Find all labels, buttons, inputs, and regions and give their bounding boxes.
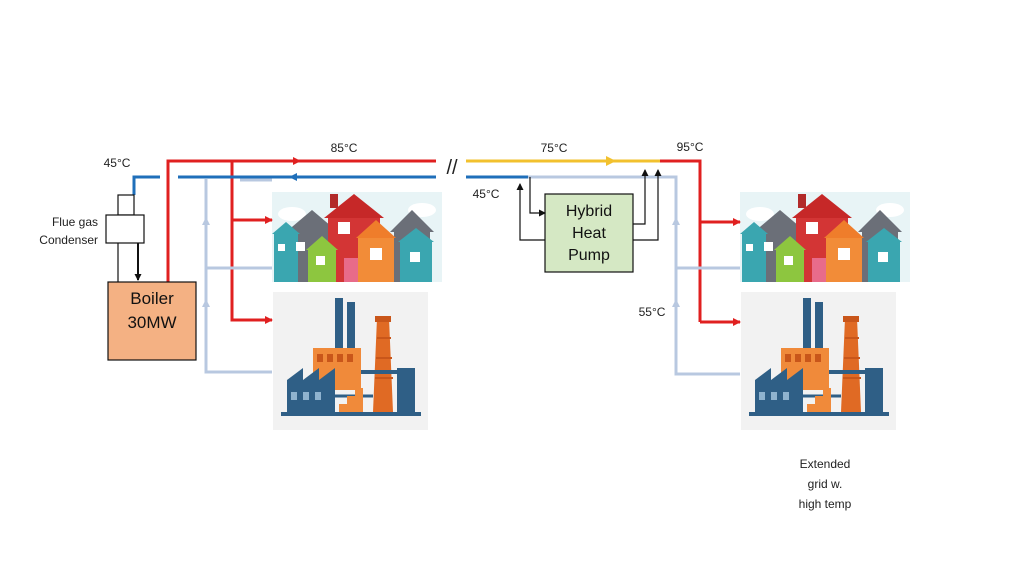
temp-supply-after-break: 75°C [541, 141, 568, 155]
upgraded-supply-pipe [466, 156, 660, 166]
extended-grid-line1: Extended [800, 457, 851, 471]
extended-grid-line3: high temp [799, 497, 852, 511]
boiler-box [107, 281, 197, 361]
condenser-label-line2: Condenser [39, 233, 98, 247]
hybrid-heat-pump-box [544, 193, 634, 273]
heat-pump-label-line1: Hybrid [566, 203, 612, 220]
supply-pipe-right [660, 159, 741, 326]
condenser-label-line1: Flue gas [52, 215, 98, 229]
houses-icon-right [740, 192, 910, 282]
consumer-return-left [202, 178, 272, 374]
heat-pump-label-line2: Heat [572, 225, 606, 242]
heat-pump-label-line3: Pump [568, 247, 610, 264]
temp-return-left: 45°C [104, 156, 131, 170]
consumer-return-right [664, 175, 740, 376]
return-pipe-left [132, 173, 436, 195]
heat-pump-connections [516, 169, 662, 241]
houses-icon [272, 192, 442, 282]
boiler-label-line1: Boiler [130, 289, 174, 308]
flue-gas-condenser [105, 194, 145, 282]
pipe-break: // [446, 157, 458, 179]
extended-grid-line2: grid w. [808, 477, 843, 491]
temp-return-right: 55°C [639, 305, 666, 319]
temp-supply-right: 95°C [677, 140, 704, 154]
temp-return-mid: 45°C [473, 187, 500, 201]
factory-icon [271, 290, 430, 432]
temp-supply-main: 85°C [331, 141, 358, 155]
boiler-label-line2: 30MW [127, 313, 176, 332]
supply-pipe-left [166, 157, 436, 324]
factory-icon-right [739, 290, 898, 432]
